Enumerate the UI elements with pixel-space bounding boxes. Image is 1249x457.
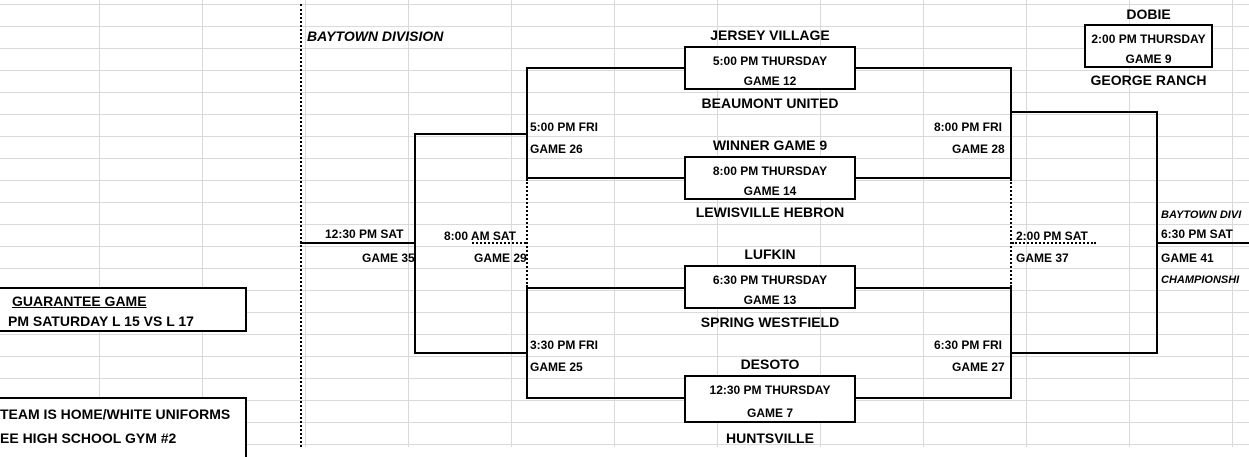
bracket-line	[526, 67, 684, 69]
team-jersey-village[interactable]: JERSEY VILLAGE	[710, 27, 830, 43]
game-14-time: 8:00 PM THURSDAY	[712, 164, 828, 178]
game-26-label: GAME 26	[530, 142, 583, 156]
game-13-label: GAME 13	[743, 293, 797, 307]
game-37-label: GAME 37	[1016, 251, 1069, 265]
game-12-box[interactable]: 5:00 PM THURSDAY GAME 12	[684, 46, 856, 90]
spreadsheet-grid	[0, 0, 1249, 447]
team-huntsville[interactable]: HUNTSVILLE	[726, 430, 814, 446]
game-29-label: GAME 29	[474, 251, 527, 265]
game-26-time: 5:00 PM FRI	[530, 120, 599, 134]
game-25-time: 3:30 PM FRI	[530, 338, 599, 352]
bracket-line	[1010, 67, 1012, 179]
game-41-note: CHAMPIONSHI	[1161, 274, 1240, 286]
game-12-time: 5:00 PM THURSDAY	[712, 54, 828, 68]
game-27-time: 6:30 PM FRI	[934, 338, 1003, 352]
team-george-ranch[interactable]: GEORGE RANCH	[1090, 72, 1207, 88]
game-37-time: 2:00 PM SAT	[1016, 229, 1088, 243]
game-41-time: 6:30 PM SAT	[1161, 227, 1233, 241]
game-28-label: GAME 28	[952, 142, 1005, 156]
game-14-box[interactable]: 8:00 PM THURSDAY GAME 14	[684, 156, 856, 200]
bracket-line	[414, 133, 526, 135]
team-beaumont-united[interactable]: BEAUMONT UNITED	[701, 95, 839, 111]
game-25-label: GAME 25	[530, 360, 583, 374]
bracket-line	[414, 352, 526, 354]
division-title: BAYTOWN DIVISION	[307, 28, 444, 44]
game-14-label: GAME 14	[743, 184, 797, 198]
right-division-title: BAYTOWN DIVI	[1161, 209, 1242, 221]
bracket-dotted-line	[1012, 242, 1096, 244]
note-line-1: TEAM IS HOME/WHITE UNIFORMS	[0, 406, 231, 422]
game-9-label: GAME 9	[1125, 52, 1172, 66]
game-27-label: GAME 27	[952, 360, 1005, 374]
game-29-time: 8:00 AM SAT	[444, 229, 517, 243]
team-spring-westfield[interactable]: SPRING WESTFIELD	[700, 314, 840, 330]
game-9-time: 2:00 PM THURSDAY	[1091, 32, 1206, 46]
team-winner-game-9[interactable]: WINNER GAME 9	[712, 137, 828, 153]
bracket-line	[1010, 287, 1012, 399]
bracket-dotted-line	[1010, 179, 1012, 287]
guarantee-game-box[interactable]: GUARANTEE GAME PM SATURDAY L 15 VS L 17	[0, 287, 247, 332]
note-line-2: EE HIGH SCHOOL GYM #2	[0, 430, 177, 446]
division-separator	[300, 4, 302, 447]
game-35-label: GAME 35	[362, 251, 415, 265]
team-lufkin[interactable]: LUFKIN	[744, 246, 796, 262]
game-7-box[interactable]: 12:30 PM THURSDAY GAME 7	[684, 375, 856, 423]
bracket-line	[526, 287, 684, 289]
bracket-line	[300, 242, 414, 244]
game-13-box[interactable]: 6:30 PM THURSDAY GAME 13	[684, 265, 856, 309]
bracket-line	[1156, 111, 1158, 354]
game-35-time: 12:30 PM SAT	[325, 227, 404, 241]
game-41-label: GAME 41	[1161, 251, 1214, 265]
bracket-dotted-line	[472, 242, 526, 244]
guarantee-detail: PM SATURDAY L 15 VS L 17	[8, 313, 194, 329]
notes-box[interactable]: TEAM IS HOME/WHITE UNIFORMS EE HIGH SCHO…	[0, 397, 247, 457]
game-7-time: 12:30 PM THURSDAY	[709, 383, 831, 397]
bracket-line	[856, 287, 1012, 289]
bracket-line	[414, 133, 416, 354]
bracket-line	[1012, 111, 1158, 113]
bracket-line	[526, 177, 684, 179]
team-dobie[interactable]: DOBIE	[1126, 6, 1171, 22]
game-9-box[interactable]: 2:00 PM THURSDAY GAME 9	[1084, 24, 1213, 68]
bracket-line	[1158, 242, 1249, 244]
bracket-line	[1012, 352, 1158, 354]
bracket-line	[526, 67, 528, 179]
bracket-line	[856, 177, 1012, 179]
game-28-time: 8:00 PM FRI	[934, 120, 1003, 134]
bracket-line	[856, 67, 1012, 69]
bracket-line	[856, 397, 1012, 399]
game-12-label: GAME 12	[743, 74, 797, 88]
guarantee-title: GUARANTEE GAME	[12, 293, 147, 309]
team-desoto[interactable]: DESOTO	[740, 356, 800, 372]
game-7-label: GAME 7	[746, 406, 793, 420]
bracket-line	[526, 287, 528, 399]
game-13-time: 6:30 PM THURSDAY	[712, 273, 828, 287]
bracket-line	[526, 397, 684, 399]
team-lewisville-hebron[interactable]: LEWISVILLE HEBRON	[695, 204, 845, 220]
bracket-dotted-line	[526, 179, 528, 287]
